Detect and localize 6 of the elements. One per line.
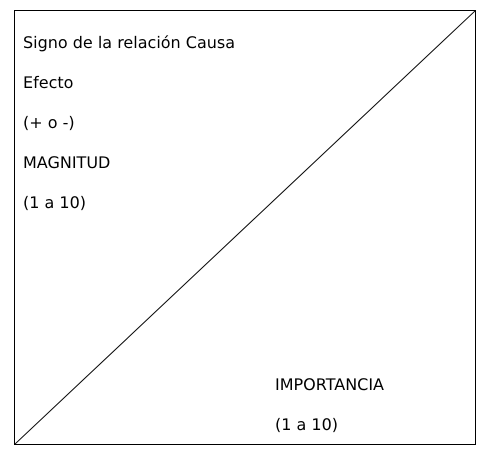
- box-text: (1 a 10): [23, 192, 87, 214]
- box-text: Signo de la relación Causa Efecto: [23, 32, 236, 94]
- box-text: IMPORTANCIA: [275, 374, 385, 396]
- box-text: (+ o -): [23, 112, 76, 134]
- box-text: (1 a 10): [275, 414, 339, 436]
- box-text: MAGNITUD: [23, 152, 112, 174]
